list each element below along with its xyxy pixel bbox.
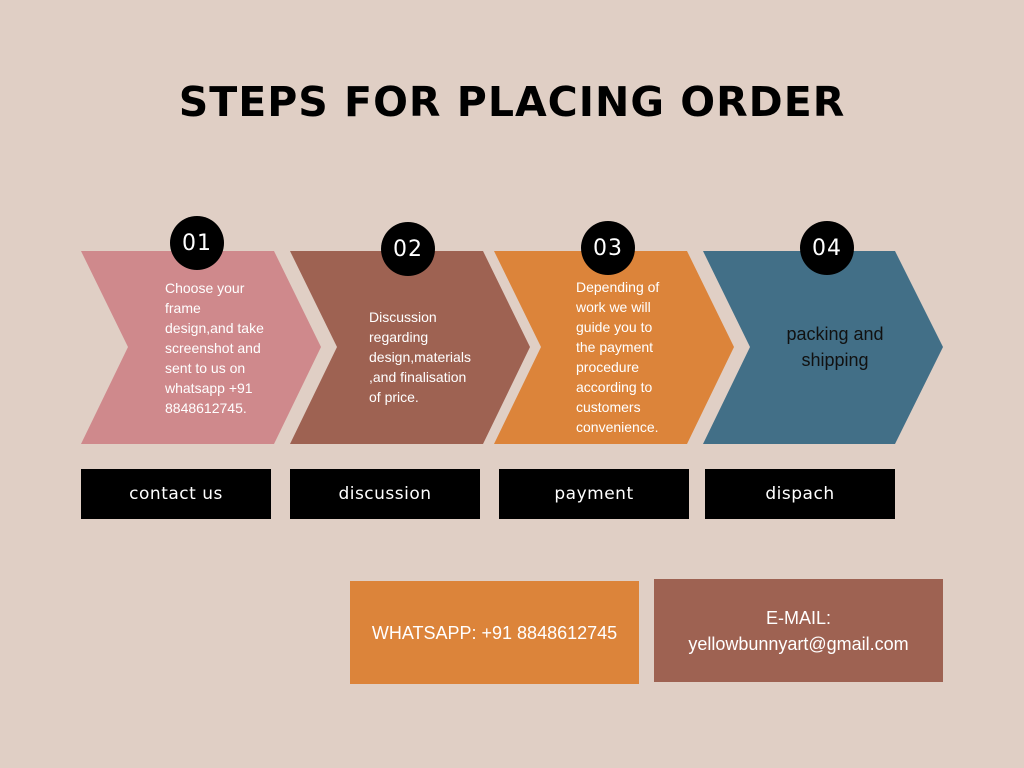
email-contact-address: yellowbunnyart@gmail.com — [688, 633, 909, 654]
step-1-description: Choose your frame design,and take screen… — [165, 280, 264, 416]
step-3-label: payment — [499, 469, 689, 519]
step-3-number-badge: 03 — [581, 221, 635, 275]
step-4-description: packing and shipping — [786, 324, 884, 370]
step-1-label: contact us — [81, 469, 271, 519]
step-4-chevron — [703, 251, 943, 444]
whatsapp-contact-text: WHATSAPP: +91 8848612745 — [371, 622, 618, 643]
step-3-chevron — [494, 251, 734, 444]
step-4-number-badge: 04 — [800, 221, 854, 275]
step-2-description: Discussion regarding design,materials ,a… — [369, 309, 471, 405]
step-2-number-badge: 02 — [381, 222, 435, 276]
step-4-label: dispach — [705, 469, 895, 519]
step-3-description: Depending of work we will guide you to t… — [576, 279, 660, 435]
step-2-chevron — [290, 251, 530, 444]
whatsapp-contact-box: WHATSAPP: +91 8848612745 — [350, 581, 639, 684]
step-2-label: discussion — [290, 469, 480, 519]
page-title: STEPS FOR PLACING ORDER — [178, 78, 846, 126]
email-contact-label: E-MAIL: — [765, 607, 831, 628]
email-contact-box: E-MAIL: yellowbunnyart@gmail.com — [654, 579, 943, 682]
step-1-chevron — [81, 251, 321, 444]
step-1-number-badge: 01 — [170, 216, 224, 270]
